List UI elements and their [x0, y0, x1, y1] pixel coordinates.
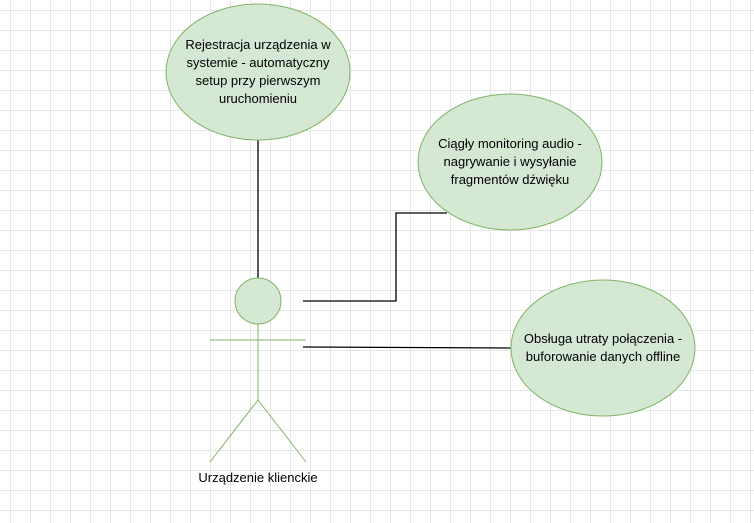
actor-left-leg [209, 399, 259, 463]
use-case-offline-label: Obsługa utraty połączenia - buforowanie … [523, 331, 683, 364]
use-case-offline-ellipse[interactable] [510, 279, 696, 417]
actor-right-leg [257, 399, 307, 463]
use-case-monitoring-label: Ciągły monitoring audio - nagrywanie i w… [438, 136, 582, 187]
use-case-registration-label: Rejestracja urządzenia w systemie - auto… [185, 37, 331, 106]
connector-offline[interactable] [302, 346, 513, 349]
actor-figure[interactable] [209, 277, 307, 463]
actor-label: Urządzenie klienckie [198, 470, 318, 485]
use-case-registration-ellipse[interactable] [165, 3, 351, 141]
connector-monitoring[interactable] [303, 212, 447, 302]
actor-head [234, 277, 282, 325]
use-case-monitoring-ellipse[interactable] [417, 93, 603, 231]
